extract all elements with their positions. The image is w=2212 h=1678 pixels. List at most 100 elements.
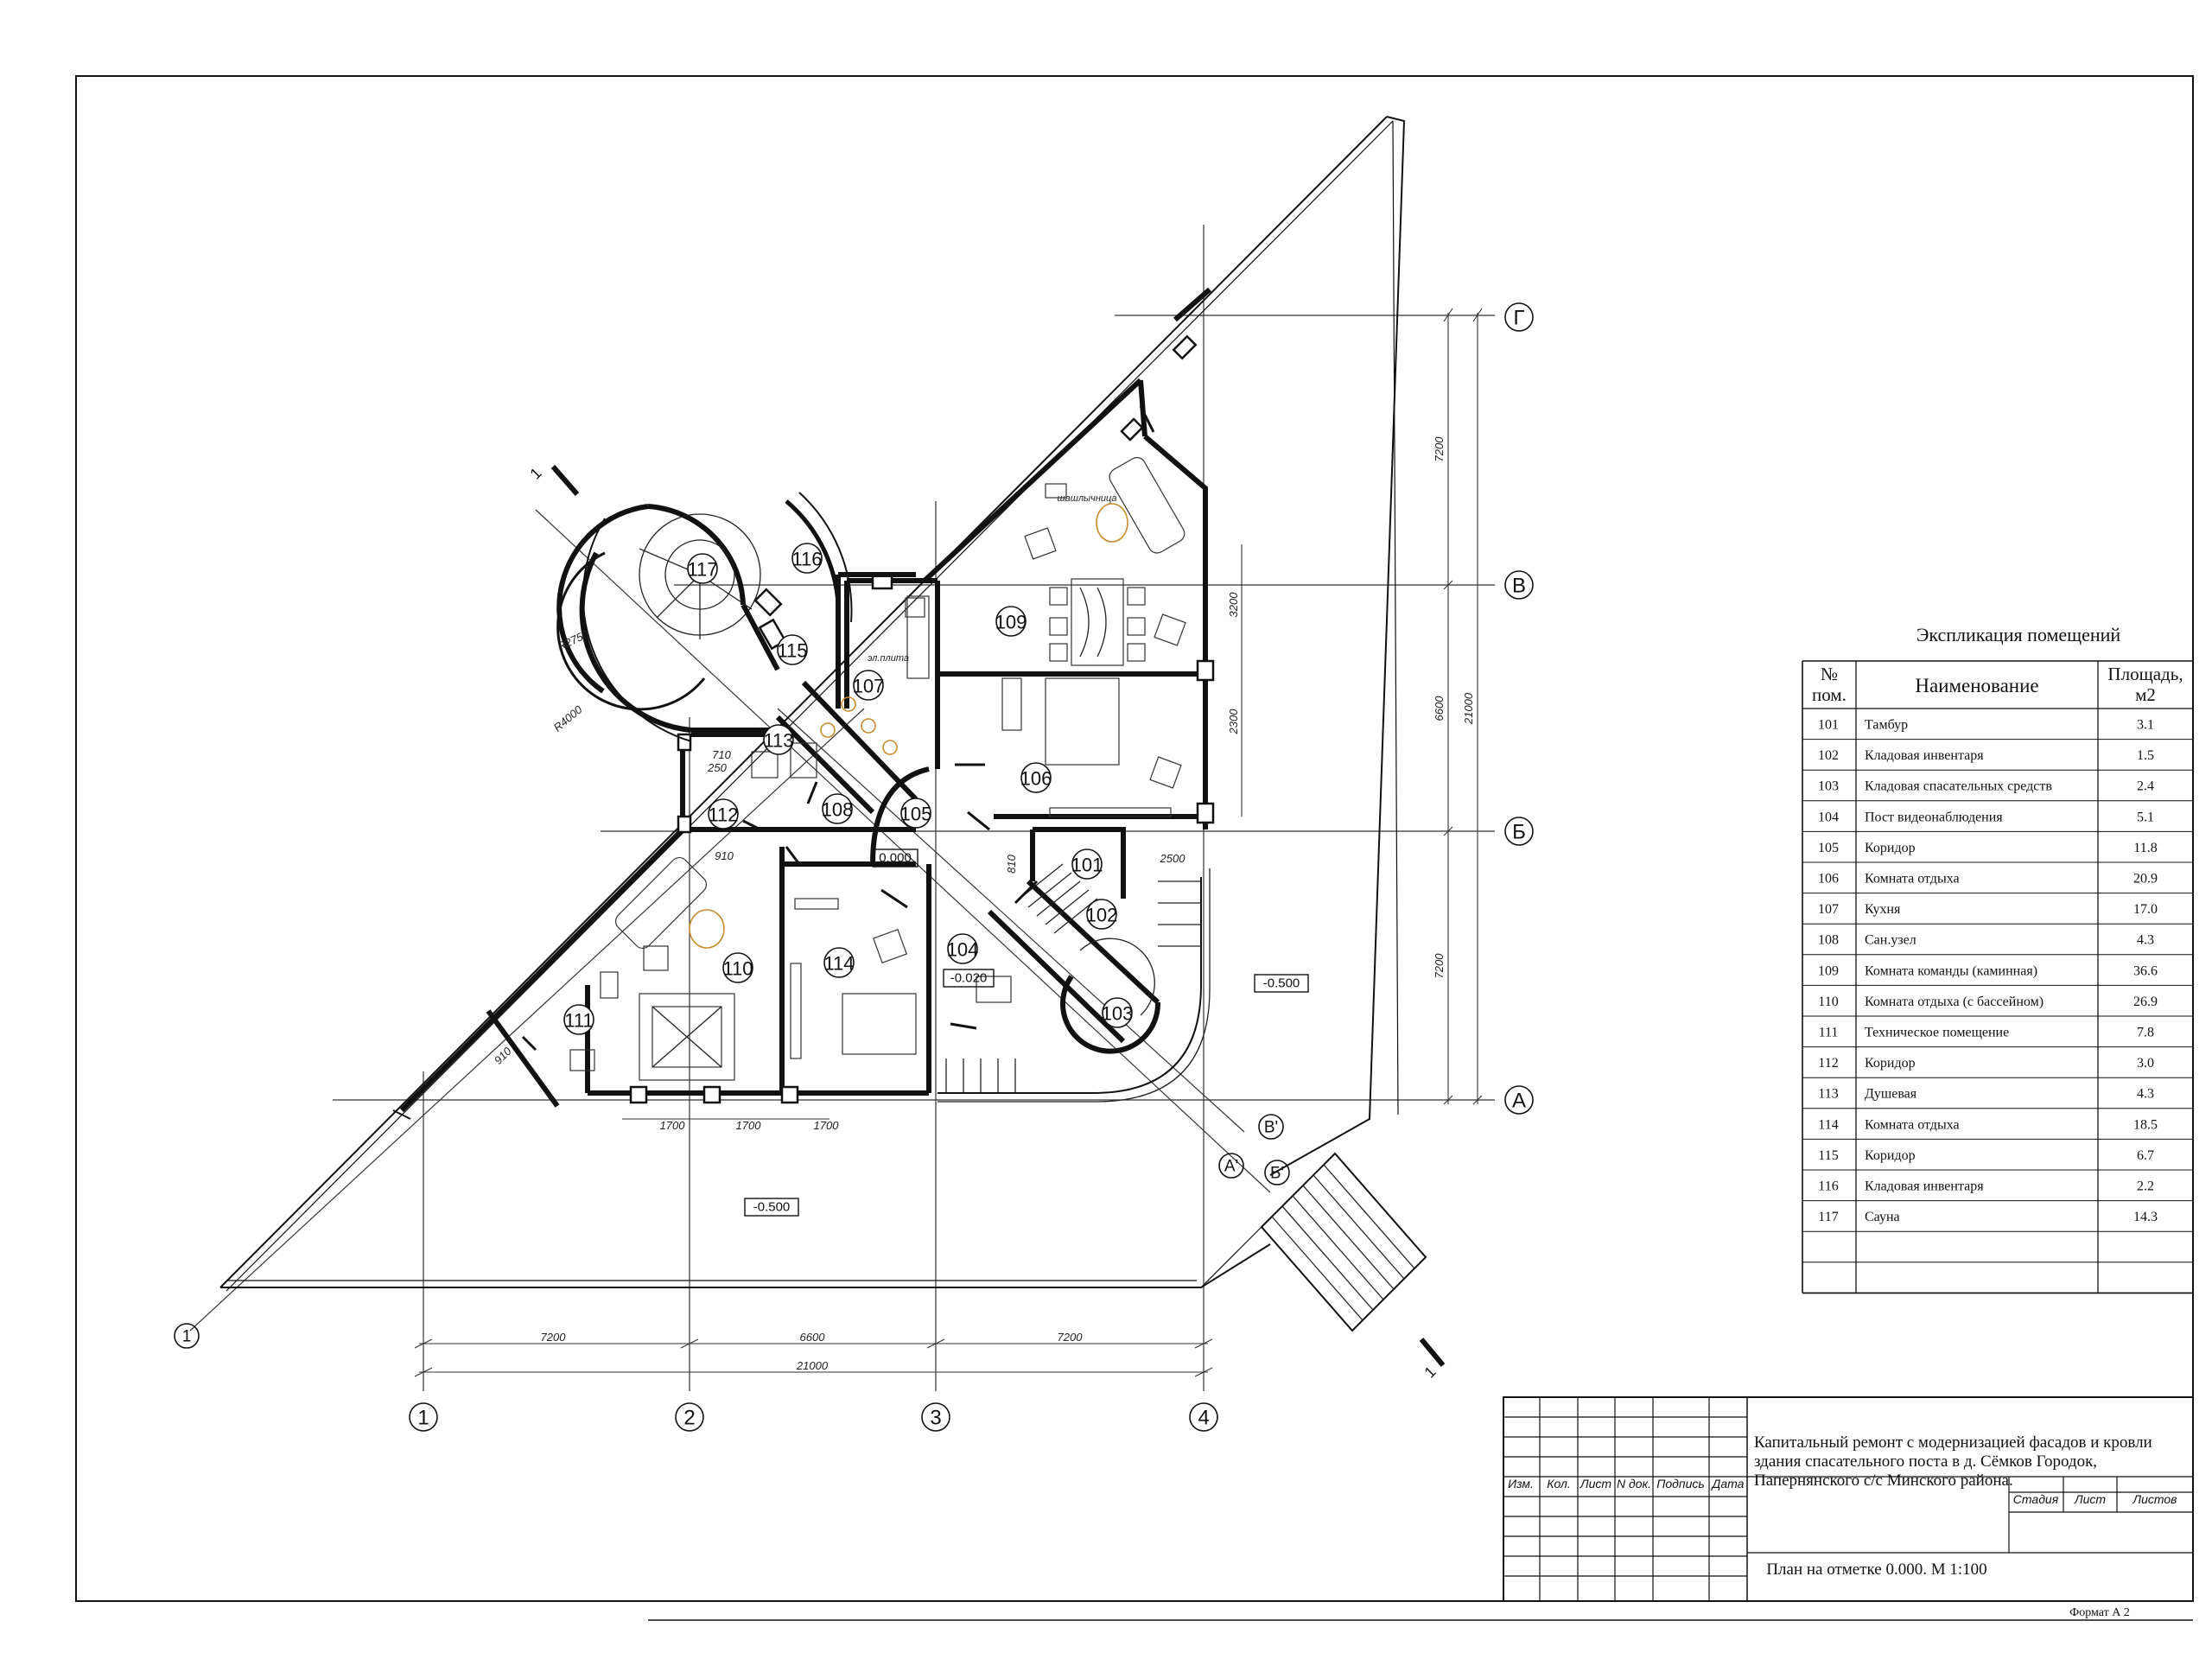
explication-row-area: 20.9 <box>2133 871 2158 886</box>
explication-row-num: 111 <box>1819 1025 1839 1039</box>
project-title-line3: Папернянского с/с Минского района. <box>1754 1471 2013 1490</box>
stamp-col-podpis: Подпись <box>1656 1477 1705 1490</box>
dimension-lines: 7200 6600 7200 21000 7200 6600 7200 2100… <box>414 308 1483 1377</box>
explication-row-area: 2.4 <box>2137 779 2154 794</box>
axis-label-1: 1 <box>417 1407 429 1430</box>
section-cut-top: 1 <box>526 464 544 482</box>
explication-row-area: 3.0 <box>2137 1056 2154 1071</box>
explication-row-num: 113 <box>1818 1087 1838 1102</box>
dim-right-1: 7200 <box>1433 436 1446 462</box>
explication-row-name: Комната отдыха (с бассейном) <box>1865 995 2044 1009</box>
axis-label-G: Г <box>1514 307 1525 330</box>
explication-row-name: Пост видеонаблюдения <box>1865 810 2003 824</box>
terrace-outline <box>219 116 1406 1292</box>
explication-row-area: 18.5 <box>2133 1117 2158 1132</box>
drawing-title: План на отметке 0.000. М 1:100 <box>1766 1560 1986 1579</box>
format-label: Формат А 2 <box>2069 1606 2130 1619</box>
explication-row-num: 114 <box>1818 1117 1838 1132</box>
explication-header-num: пом. <box>1812 684 1847 705</box>
stamp-sheets: Листов <box>2133 1492 2177 1506</box>
note-fireplace: шашлычница <box>1057 493 1116 504</box>
level-ground-right: -0.500 <box>1263 976 1300 991</box>
room-106: 106 <box>1020 768 1052 790</box>
stamp-col-list: Лист <box>1580 1477 1611 1490</box>
room-113: 113 <box>763 730 793 752</box>
dim-radius-4000: R4000 <box>551 702 586 734</box>
axis-label-4: 4 <box>1198 1407 1209 1430</box>
dim-inner-2: 2300 <box>1227 709 1240 735</box>
explication-row-name: Кладовая инвентаря <box>1865 748 1984 763</box>
explication-row-name: Кладовая инвентаря <box>1865 1179 1984 1193</box>
sauna-tower <box>556 492 916 742</box>
section-cut-marks: 1 1 <box>526 464 1446 1382</box>
explication-row-num: 112 <box>1818 1056 1838 1071</box>
explication-header-area: Площадь, <box>2107 664 2183 684</box>
room-108: 108 <box>822 799 854 821</box>
explication-title: Экспликация помещений <box>1916 624 2121 645</box>
explication-row-name: Тамбур <box>1865 717 1908 732</box>
explication-row-num: 101 <box>1818 717 1839 732</box>
explication-row-area: 5.1 <box>2137 810 2154 824</box>
title-block: Изм. Кол. Лист N док. Подпись Дата Капит… <box>1503 1396 2194 1602</box>
dim-small-810: 810 <box>1005 854 1018 873</box>
level-marks: 0.000 -0.020 -0.500 -0.500 <box>744 849 1309 1217</box>
axis-label-A: А <box>1512 1090 1526 1113</box>
axis-label-2: 2 <box>683 1407 695 1430</box>
terrace-curve <box>938 868 1211 1103</box>
explication-row-num: 107 <box>1818 902 1839 917</box>
room-101: 101 <box>1071 855 1103 876</box>
explication-row-num: 116 <box>1818 1179 1838 1193</box>
dim-small-710: 710 <box>712 748 731 761</box>
level-main: 0.000 <box>879 851 912 866</box>
room-111: 111 <box>564 1010 593 1032</box>
explication-row-name: Сауна <box>1865 1210 1900 1224</box>
explication-header-area: м2 <box>2135 684 2156 705</box>
room-labels: 101 102 103 104 105 106 107 108 109 110 … <box>563 543 1133 1035</box>
explication-row-name: Коридор <box>1865 1056 1916 1071</box>
dim-right-2: 6600 <box>1433 696 1446 721</box>
explication-row-area: 1.5 <box>2137 748 2154 763</box>
dim-window-2: 1700 <box>736 1119 762 1132</box>
exterior-stair <box>1260 1152 1427 1332</box>
room-105: 105 <box>900 804 932 825</box>
stamp-col-kol: Кол. <box>1547 1477 1571 1490</box>
note-stove: эл.плита <box>868 653 909 664</box>
stamp-col-data: Дата <box>1711 1477 1745 1490</box>
dim-bottom-3: 7200 <box>1058 1331 1084 1344</box>
explication-row-name: Техническое помещение <box>1865 1025 2009 1039</box>
explication-row-area: 17.0 <box>2133 902 2158 917</box>
explication-row-num: 110 <box>1818 995 1838 1009</box>
room-109: 109 <box>995 612 1027 633</box>
explication-row-area: 6.7 <box>2137 1148 2154 1163</box>
dim-small-250: 250 <box>707 761 727 774</box>
section-cut-bottom: 1 <box>1421 1363 1439 1381</box>
stamp-col-izm: Изм. <box>1508 1477 1534 1490</box>
dim-window-3: 1700 <box>814 1119 840 1132</box>
explication-row-num: 105 <box>1818 841 1839 855</box>
level-pit: -0.020 <box>950 971 988 986</box>
explication-row-num: 117 <box>1818 1210 1838 1224</box>
explication-row-num: 115 <box>1818 1148 1838 1163</box>
axis-label-B: Б <box>1512 821 1526 844</box>
room-115: 115 <box>777 640 807 662</box>
explication-row-name: Комната отдыха <box>1865 871 1960 886</box>
explication-row-area: 26.9 <box>2133 995 2158 1009</box>
furniture <box>569 456 1186 1081</box>
dim-window-1: 1700 <box>660 1119 686 1132</box>
explication-row-name: Комната команды (каминная) <box>1865 963 2037 978</box>
axis-markers: 1 2 3 4 А Б В Г А' Б' В' 1 <box>174 302 1534 1432</box>
explication-header-num: № <box>1821 664 1838 684</box>
door-marks <box>521 405 1155 1052</box>
dim-bottom-2: 6600 <box>800 1331 826 1344</box>
building-walls <box>399 378 1208 1113</box>
room-102: 102 <box>1086 905 1118 926</box>
explication-row-num: 109 <box>1818 963 1839 978</box>
explication-row-num: 103 <box>1818 779 1839 794</box>
explication-row-name: Коридор <box>1865 1148 1916 1163</box>
room-117: 117 <box>687 559 717 581</box>
stamp-sheet: Лист <box>2074 1492 2106 1506</box>
axis-label-A-prime: А' <box>1224 1158 1238 1176</box>
explication-row-area: 2.2 <box>2137 1179 2154 1193</box>
